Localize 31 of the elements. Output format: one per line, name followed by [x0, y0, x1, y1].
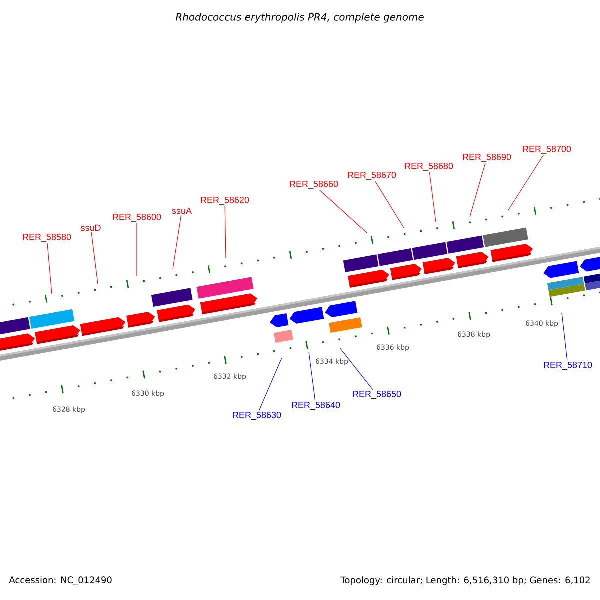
gene-label: RER_58630 — [233, 412, 282, 420]
leader-line — [308, 352, 316, 402]
leader-line — [508, 154, 544, 212]
leader-line — [47, 242, 52, 294]
footer-text: Topology: circular; Length: 6,516,310 bp; Genes: 6,102 — [340, 576, 590, 586]
gene-label: RER_58620 — [201, 196, 250, 206]
footer-text: Accession: NC_012490 — [9, 576, 112, 586]
gene-label: RER_58670 — [348, 172, 396, 180]
gene-label: RER_58700 — [523, 146, 572, 154]
leader-line — [91, 232, 98, 284]
leader-line — [470, 162, 486, 218]
gene-label: RER_58650 — [353, 390, 402, 400]
leader-line — [562, 312, 568, 362]
leader-line — [224, 206, 226, 258]
gene-label: RER_58580 — [23, 234, 72, 242]
leader-line — [258, 358, 282, 412]
leader-line — [136, 222, 138, 276]
leader-line — [172, 215, 182, 270]
gene-label: RER_58680 — [405, 162, 454, 172]
title: Rhodococcus erythropolis PR4, complete genome — [176, 13, 424, 23]
gene-label: ssuA — [172, 208, 192, 214]
leader-line — [374, 180, 404, 228]
gene-label: RER_58600 — [113, 214, 162, 222]
gene-label: RER_58710 — [544, 362, 592, 370]
leader-line — [340, 348, 374, 390]
leader-line — [429, 172, 436, 222]
gene-label: ssuD — [81, 224, 101, 232]
gene-label: RER_58640 — [292, 402, 340, 410]
gene-label: RER_58690 — [463, 154, 512, 162]
leader-line — [319, 190, 368, 234]
gene-label: RER_58660 — [290, 180, 338, 190]
